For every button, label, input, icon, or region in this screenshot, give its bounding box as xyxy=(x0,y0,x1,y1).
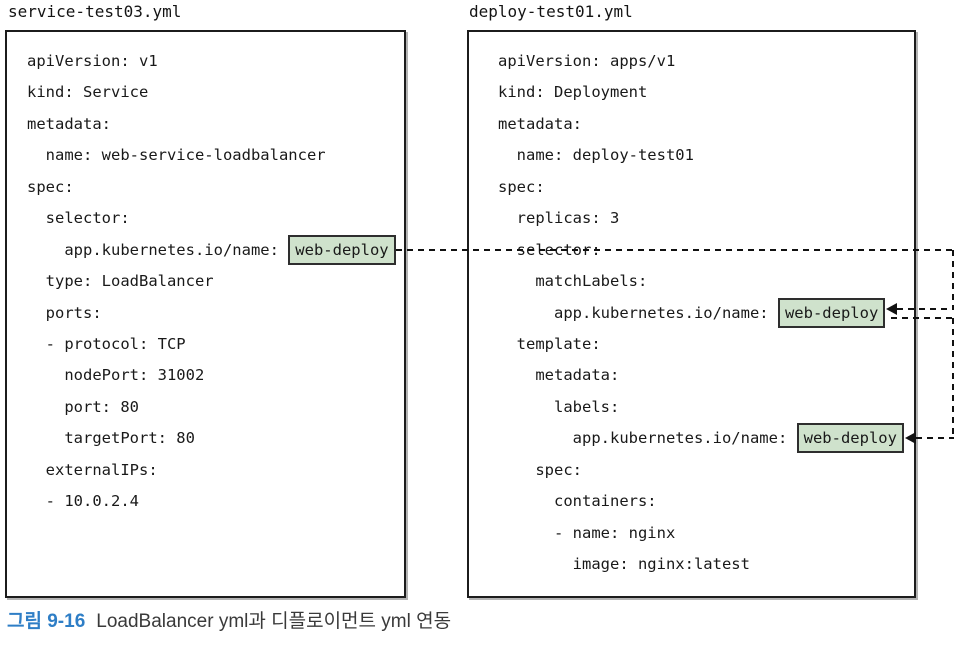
code-text: - protocol: TCP xyxy=(27,334,186,353)
web-deploy-highlight: web-deploy xyxy=(796,423,904,454)
code-text: app.kubernetes.io/name: xyxy=(498,303,778,322)
code-text: - 10.0.2.4 xyxy=(27,492,139,511)
code-line: port: 80 xyxy=(27,392,404,423)
figure-caption-number: 그림 9-16 xyxy=(7,611,86,632)
code-text: template: xyxy=(498,334,601,353)
dashed-connector-h-selector xyxy=(395,248,954,251)
code-line: nodePort: 31002 xyxy=(27,360,404,391)
code-text: type: LoadBalancer xyxy=(27,272,214,291)
code-line: - 10.0.2.4 xyxy=(27,486,404,517)
code-text: labels: xyxy=(498,397,620,416)
code-line: app.kubernetes.io/name: web-deploy xyxy=(498,297,914,329)
code-text: kind: Deployment xyxy=(498,83,648,102)
code-line: replicas: 3 xyxy=(498,203,914,234)
code-text: kind: Service xyxy=(27,83,149,102)
code-line: selector: xyxy=(27,203,404,234)
code-line: - name: nginx xyxy=(498,518,914,549)
web-deploy-highlight: web-deploy xyxy=(288,234,396,265)
code-line: template: xyxy=(498,329,914,360)
code-line: spec: xyxy=(498,172,914,203)
code-text: spec: xyxy=(498,177,545,196)
code-text: matchLabels: xyxy=(498,272,648,291)
dashed-connector-h-matchlabels-out xyxy=(891,316,954,319)
code-text: - name: nginx xyxy=(498,523,676,542)
code-line: type: LoadBalancer xyxy=(27,266,404,297)
code-line: targetPort: 80 xyxy=(27,423,404,454)
code-text: image: nginx:latest xyxy=(498,555,750,573)
code-text: metadata: xyxy=(498,114,582,133)
code-line: metadata: xyxy=(498,109,914,140)
code-text: app.kubernetes.io/name: xyxy=(498,429,797,448)
code-line: containers: xyxy=(498,486,914,517)
code-text: metadata: xyxy=(27,114,111,133)
code-line: app.kubernetes.io/name: web-deploy xyxy=(498,423,914,454)
code-text: spec: xyxy=(498,460,582,479)
code-line: spec: xyxy=(498,455,914,486)
code-line: externalIPs: xyxy=(27,455,404,486)
dashed-connector-v-lower xyxy=(952,317,954,440)
code-text: nodePort: 31002 xyxy=(27,366,205,385)
figure-caption-text: LoadBalancer yml과 디플로이먼트 yml 연동 xyxy=(96,611,452,632)
file-title-deployment: deploy-test01.yml xyxy=(469,2,633,21)
code-text: externalIPs: xyxy=(27,460,158,479)
figure-caption: 그림 9-16 LoadBalancer yml과 디플로이먼트 yml 연동 xyxy=(7,609,451,635)
code-text: port: 80 xyxy=(27,397,139,416)
code-line: apiVersion: v1 xyxy=(27,46,404,77)
code-text: apiVersion: apps/v1 xyxy=(498,52,676,70)
code-line: metadata: xyxy=(27,109,404,140)
arrowhead-matchlabels-icon xyxy=(886,302,898,315)
code-line: kind: Deployment xyxy=(498,77,914,108)
code-line: ports: xyxy=(27,298,404,329)
file-title-service: service-test03.yml xyxy=(8,2,182,21)
code-line: labels: xyxy=(498,392,914,423)
code-line: app.kubernetes.io/name: web-deploy xyxy=(27,234,404,266)
code-text: apiVersion: v1 xyxy=(27,52,158,70)
code-text: name: deploy-test01 xyxy=(498,146,694,165)
code-text: selector: xyxy=(27,209,130,228)
dashed-connector-h-matchlabels xyxy=(897,307,954,310)
code-line: - protocol: TCP xyxy=(27,329,404,360)
arrowhead-labels-icon xyxy=(904,432,916,445)
code-line: kind: Service xyxy=(27,77,404,108)
yaml-panel-service: apiVersion: v1 kind: Service metadata: nam… xyxy=(5,30,406,598)
code-text: containers: xyxy=(498,492,657,511)
code-line: image: nginx:latest xyxy=(498,549,914,580)
code-text: name: web-service-loadbalancer xyxy=(27,146,326,165)
code-text: targetPort: 80 xyxy=(27,429,195,448)
dashed-connector-h-labels xyxy=(915,437,954,440)
yaml-code-deployment: apiVersion: apps/v1 kind: Deployment metad… xyxy=(469,46,914,580)
code-line: matchLabels: xyxy=(498,266,914,297)
code-text: ports: xyxy=(27,303,102,322)
code-text: replicas: 3 xyxy=(498,209,620,228)
code-line: metadata: xyxy=(498,360,914,391)
yaml-code-service: apiVersion: v1 kind: Service metadata: nam… xyxy=(7,46,404,518)
code-line: name: deploy-test01 xyxy=(498,140,914,171)
code-text: metadata: xyxy=(498,366,620,385)
code-line: spec: xyxy=(27,172,404,203)
code-line: apiVersion: apps/v1 xyxy=(498,46,914,77)
web-deploy-highlight: web-deploy xyxy=(777,297,886,328)
code-line: name: web-service-loadbalancer xyxy=(27,140,404,171)
yaml-panel-deployment: apiVersion: apps/v1 kind: Deployment metad… xyxy=(467,30,916,598)
code-text: app.kubernetes.io/name: xyxy=(27,240,289,259)
code-text: spec: xyxy=(27,177,74,196)
dashed-connector-v-upper xyxy=(952,249,954,309)
